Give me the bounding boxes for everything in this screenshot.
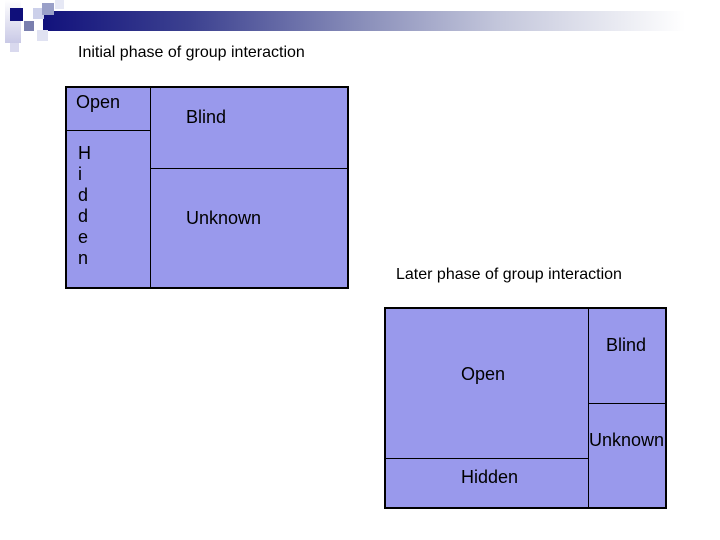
- johari-window-later: Open Blind Unknown Hidden: [384, 307, 667, 509]
- initial-open-quadrant-label: Open: [76, 92, 121, 112]
- deco-pixel-strip: [5, 0, 21, 43]
- johari-window-initial: Open Blind Hidden Unknown: [65, 86, 349, 289]
- initial-phase-title: Initial phase of group interaction: [78, 44, 305, 61]
- later-right-horizontal-divider: [588, 403, 665, 404]
- later-open-quadrant-label: Open: [461, 364, 506, 384]
- initial-blind-quadrant-label: Blind: [186, 107, 227, 127]
- later-unknown-quadrant-label: Unknown: [589, 430, 665, 450]
- deco-pixel-square: [33, 8, 44, 19]
- deco-pixel-square: [55, 0, 64, 9]
- later-left-horizontal-divider: [386, 458, 589, 459]
- deco-pixel-square: [37, 30, 48, 41]
- later-phase-title: Later phase of group interaction: [396, 266, 622, 283]
- deco-pixel-square-navy: [10, 8, 23, 21]
- initial-right-horizontal-divider: [150, 168, 347, 169]
- initial-left-horizontal-divider: [67, 130, 151, 131]
- initial-vertical-divider: [150, 88, 151, 287]
- initial-hidden-quadrant-label: Hidden: [78, 143, 91, 268]
- header-gradient-bar: [43, 11, 712, 31]
- later-blind-quadrant-label: Blind: [606, 335, 647, 355]
- deco-pixel-square: [24, 21, 34, 31]
- deco-pixel-square: [10, 43, 19, 52]
- later-hidden-quadrant-label: Hidden: [461, 467, 519, 487]
- initial-unknown-quadrant-label: Unknown: [186, 208, 262, 228]
- deco-pixel-square: [42, 3, 54, 15]
- later-vertical-divider: [588, 309, 589, 507]
